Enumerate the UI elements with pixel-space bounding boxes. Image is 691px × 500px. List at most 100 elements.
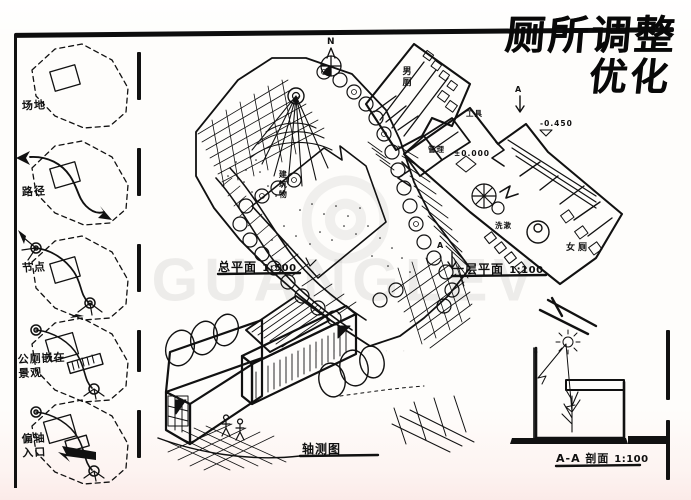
floor-plan-upper-wing [366, 44, 470, 150]
floor-plan-caption-rule [452, 275, 546, 276]
axon-roof-plane [246, 296, 330, 352]
site-plan-lawn-stipple [227, 159, 411, 273]
site-plan-interior-label: 建筑物 [278, 170, 288, 200]
context-paving-bottom [392, 396, 474, 452]
room-label-wash: 洗漱 [495, 221, 512, 230]
column-divider-tick-5 [137, 410, 141, 458]
axon-ground-line [158, 438, 300, 458]
analysis-path-4 [36, 330, 92, 388]
site-plan-paving-grid [198, 80, 324, 186]
elevation-label-zero: ±0.000 [454, 149, 491, 158]
axon-caption: 轴测图 [302, 440, 341, 457]
section-guide-lines [540, 298, 596, 334]
section-caption-rule [556, 465, 640, 466]
site-plan-tree-cores [260, 70, 419, 311]
floor-plan-wc-row [437, 90, 457, 112]
floor-plan-service-block [404, 118, 470, 176]
axon-hatch-badge-left [176, 400, 186, 414]
floor-plan-wash-counter [484, 232, 526, 274]
analysis-toilet-bar-4 [67, 354, 103, 374]
section-daylight-arrows [538, 344, 575, 412]
floor-plan-women-stalls [561, 210, 602, 255]
analysis-label-node: 节点 [21, 260, 47, 275]
analysis-blob-3 [32, 236, 128, 320]
site-plan-boundary [196, 58, 470, 346]
floor-plan-caption: 一层平面 1:100 [452, 260, 544, 277]
section-caption: A-A 剖面 1:100 [556, 450, 649, 466]
floor-plan-urinal-row [423, 50, 458, 90]
site-plan-path-paving [222, 178, 356, 314]
axon-ground-paving [164, 424, 286, 470]
floor-plan-service-partition [432, 132, 458, 150]
analysis-path-2 [30, 157, 104, 213]
analysis-building-3 [50, 257, 81, 283]
section-mark-label-bottom: A [437, 241, 445, 250]
floor-plan-caption-text: 一层平面 [452, 262, 505, 276]
axon-grass-line [340, 386, 424, 396]
column-divider-tick-4 [137, 330, 141, 372]
analysis-node-4a [31, 325, 41, 335]
axon-hatch-badge-right [338, 326, 350, 338]
section-roof-slab [566, 380, 624, 390]
section-ground-fill [510, 436, 668, 444]
floor-plan-lower-wing [404, 108, 622, 284]
site-plan-focal-circle [288, 88, 304, 104]
analysis-entry-arrow-5 [58, 446, 96, 462]
room-label-management: 管理 [428, 145, 445, 154]
section-mark-label-top: A [515, 85, 523, 94]
floor-plan-section-arrow-top [516, 96, 524, 112]
analysis-label-entrance: 偏轴 入口 [21, 431, 47, 460]
elevation-flag-1 [456, 156, 476, 172]
site-plan-building-footprint [252, 146, 386, 278]
axon-trees-left [162, 311, 242, 369]
north-label: N [327, 37, 336, 47]
analysis-node-3b [85, 298, 95, 308]
elevation-label-minus: -0.450 [540, 119, 573, 128]
site-plan-scale: 1:500 [262, 263, 297, 274]
analysis-blob-4 [32, 318, 128, 402]
analysis-blob-2 [32, 141, 128, 225]
column-divider-tick-3 [137, 244, 141, 292]
axon-right-volume [242, 306, 356, 404]
site-plan-caption-rule [218, 273, 300, 274]
site-plan-main-path [216, 168, 366, 330]
analysis-label-site: 场地 [21, 98, 47, 113]
north-arrow-fill [323, 66, 331, 76]
analysis-node-rays-4 [84, 389, 104, 399]
right-frame-tick-1 [666, 330, 670, 400]
analysis-path-3 [36, 248, 88, 302]
analysis-toilet-bar-5 [65, 435, 89, 452]
axon-caption-text: 轴测图 [302, 442, 342, 456]
section-sun-symbol [556, 330, 580, 354]
site-plan-caption-text: 总平面 [218, 260, 258, 274]
analysis-blob-1 [32, 44, 128, 128]
floor-plan-section-arrow-bottom [448, 252, 456, 268]
floor-plan-step-hatch [368, 142, 394, 170]
section-scale: 1:100 [614, 454, 649, 465]
analysis-path-5 [36, 412, 92, 470]
floor-plan-entry-ramp [508, 140, 596, 208]
room-label-men: 男厕 [400, 66, 411, 88]
analysis-arrow-2b [98, 206, 112, 220]
right-frame-tick-2 [666, 420, 670, 480]
analysis-node-3a [31, 243, 41, 253]
analysis-label-landscape: 公厕嵌在 景观 [17, 350, 66, 380]
analysis-node-4b [89, 384, 99, 394]
analysis-node-5a [31, 407, 41, 417]
floor-plan-scale: 1:100 [509, 265, 544, 276]
analysis-building-1 [50, 65, 81, 91]
section-caption-text: A-A 剖面 [556, 452, 610, 465]
analysis-node-rays-5 [84, 471, 104, 481]
analysis-building-2 [50, 162, 81, 188]
site-plan-caption: 总平面 1:500 [218, 258, 297, 275]
site-plan-radial-steps [250, 96, 332, 186]
analysis-label-path: 路径 [21, 184, 47, 199]
sheet-left-frame [14, 36, 17, 488]
analysis-arrow-3 [18, 230, 84, 318]
analysis-toilet-hatch-4 [72, 355, 94, 370]
site-plan-focal-dot [293, 93, 300, 100]
room-label-women: 女厕 [566, 243, 591, 253]
axon-left-volume [166, 320, 262, 444]
